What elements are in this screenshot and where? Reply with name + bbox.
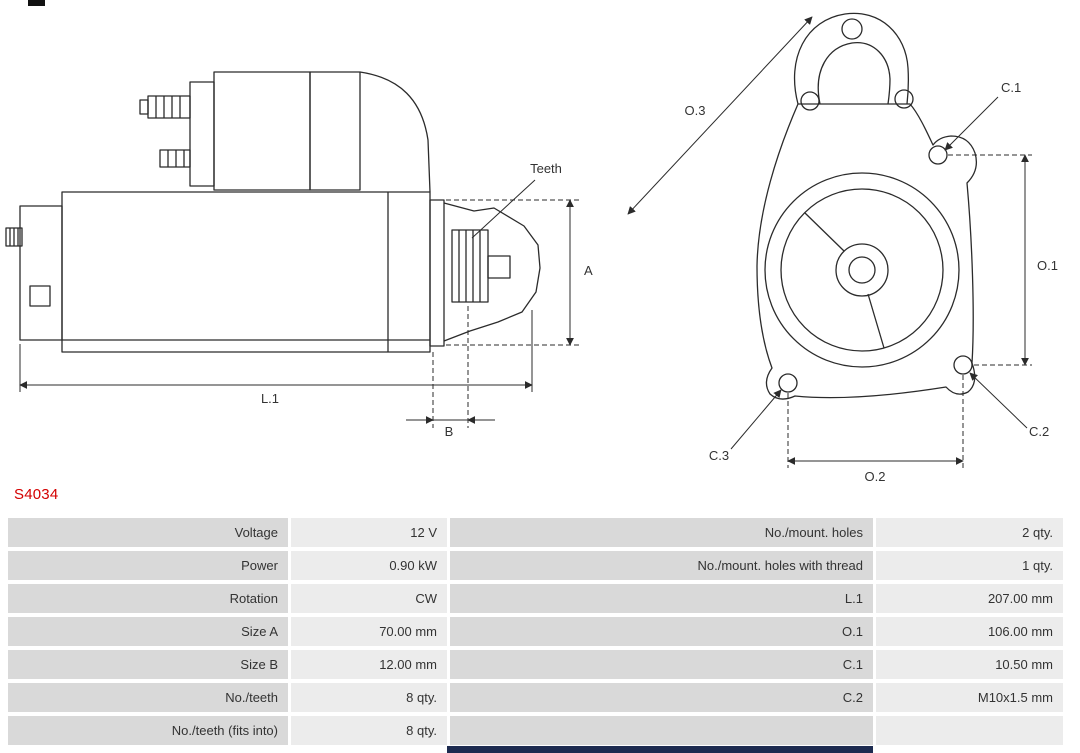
dim-c1-label: C.1 [1001, 80, 1021, 95]
mount-hole-c2 [953, 355, 973, 375]
spec-label-l1: L.1 [450, 584, 873, 613]
spec-value-o1: 106.00 mm [876, 617, 1063, 646]
spec-label-size-a: Size A [8, 617, 288, 646]
spec-value-mount-holes: 2 qty. [876, 518, 1063, 547]
dim-c2-label: C.2 [1029, 424, 1049, 439]
spec-value-rotation: CW [291, 584, 447, 613]
mount-hole-c1 [928, 145, 948, 165]
corner-logo-mark [28, 0, 45, 6]
spec-value-size-b: 12.00 mm [291, 650, 447, 679]
spec-label-teeth-fits: No./teeth (fits into) [8, 716, 288, 745]
spec-value-c1: 10.50 mm [876, 650, 1063, 679]
spec-label-teeth: No./teeth [8, 683, 288, 712]
spec-label-rotation: Rotation [8, 584, 288, 613]
dim-o2-label: O.2 [865, 469, 886, 484]
part-number: S4034 [14, 486, 59, 503]
pinion-gear [451, 229, 489, 303]
dim-a-label: A [584, 263, 593, 278]
spec-value-teeth: 8 qty. [291, 683, 447, 712]
spec-value-mount-holes-thread: 1 qty. [876, 551, 1063, 580]
dim-c3-label: C.3 [709, 448, 729, 463]
spec-label-empty [450, 716, 873, 745]
spec-label-mount-holes-thread: No./mount. holes with thread [450, 551, 873, 580]
spec-value-power: 0.90 kW [291, 551, 447, 580]
front-view-drawing [756, 12, 978, 400]
spec-label-size-b: Size B [8, 650, 288, 679]
mount-hole-c3 [778, 373, 798, 393]
spec-value-voltage: 12 V [291, 518, 447, 547]
side-view-drawing [5, 71, 541, 353]
teeth-label: Teeth [530, 161, 562, 176]
spec-label-c2: C.2 [450, 683, 873, 712]
spec-label-power: Power [8, 551, 288, 580]
dim-o3-label: O.3 [685, 103, 706, 118]
dim-b-label: B [445, 424, 454, 439]
spec-label-c1: C.1 [450, 650, 873, 679]
spec-value-teeth-fits: 8 qty. [291, 716, 447, 745]
technical-drawing: Teeth A L.1 B [5, 12, 1058, 484]
spec-value-c2: M10x1.5 mm [876, 683, 1063, 712]
dim-o1-label: O.1 [1037, 258, 1058, 273]
side-view-dimensions: Teeth A L.1 B [19, 161, 593, 439]
spec-value-empty [876, 716, 1063, 745]
spec-label-mount-holes: No./mount. holes [450, 518, 873, 547]
footer-bar-partial [447, 746, 873, 753]
spec-label-voltage: Voltage [8, 518, 288, 547]
spec-table: Voltage 12 V No./mount. holes 2 qty. Pow… [8, 518, 1063, 745]
spec-value-size-a: 70.00 mm [291, 617, 447, 646]
front-view-dimensions: O.3 C.1 O.1 O.2 C.3 C.2 [627, 16, 1058, 484]
spec-value-l1: 207.00 mm [876, 584, 1063, 613]
spec-label-o1: O.1 [450, 617, 873, 646]
dim-l1-label: L.1 [261, 391, 279, 406]
